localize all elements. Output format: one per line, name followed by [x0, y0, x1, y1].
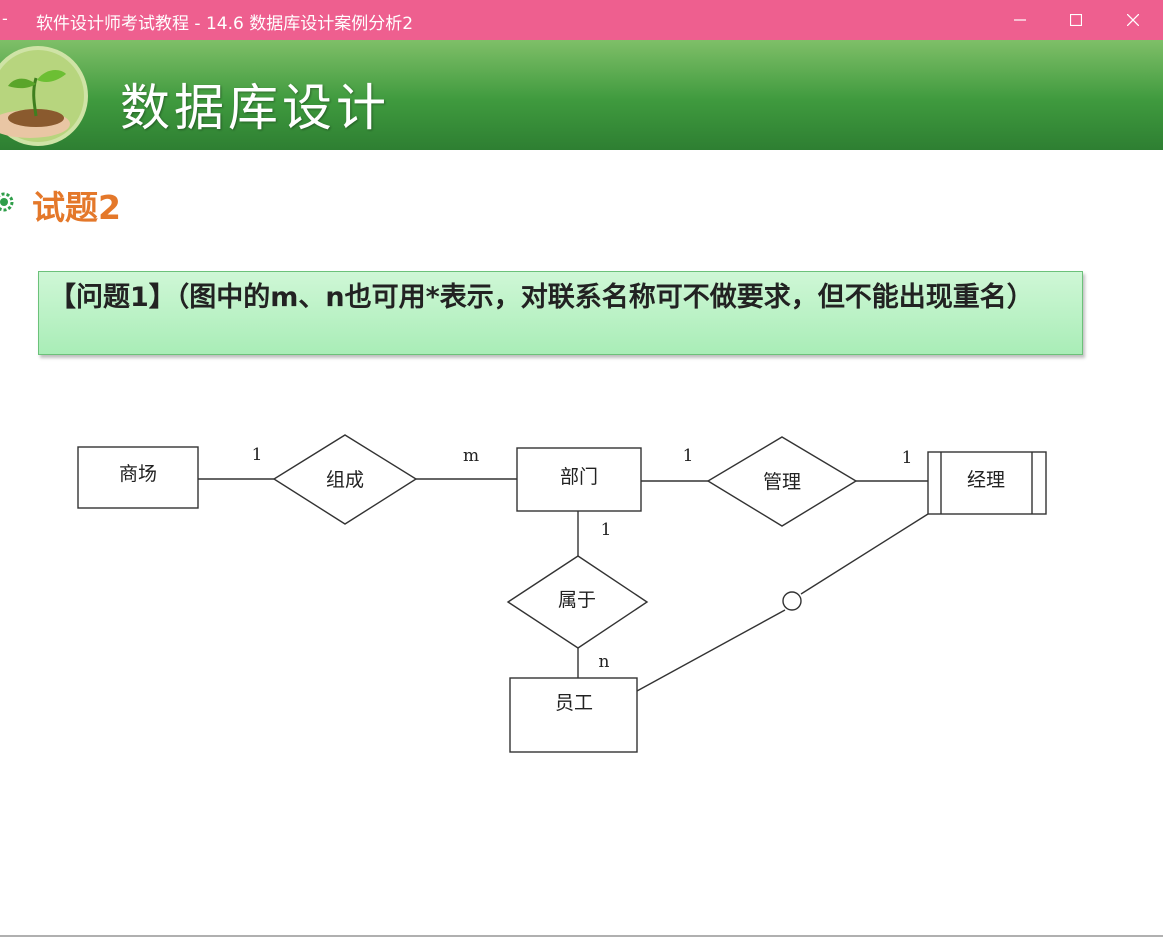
problem-box: 【问题1】（图中的m、n也可用*表示，对联系名称可不做要求，但不能出现重名）: [38, 271, 1083, 355]
question-title: 试题2: [32, 188, 121, 227]
window-menu-glyph[interactable]: -: [2, 9, 8, 28]
green-gear-bullet-icon: [0, 192, 14, 212]
optional-circle: [782, 591, 802, 611]
entity-shangchang-label: 商场: [119, 463, 157, 485]
relationship-guanli-label: 管理: [763, 471, 801, 493]
window-title: 软件设计师考试教程 - 14.6 数据库设计案例分析2: [36, 14, 414, 34]
minimize-icon: [1014, 19, 1026, 21]
er-diagram: 商场 部门 经理 员工 组成 管理 属于 1 m 1 1 1 n: [77, 434, 1047, 753]
entity-shangchang-box: [77, 446, 199, 509]
entity-jingli-label: 经理: [967, 469, 1005, 491]
relationship-shuyu-label: 属于: [558, 589, 596, 611]
entity-bumen-label: 部门: [560, 466, 598, 488]
card-bumen-shuyu: 1: [601, 520, 612, 540]
bottom-divider: [0, 935, 1163, 937]
entity-yuangong-box: [509, 677, 638, 753]
entity-bumen-box: [516, 447, 642, 512]
slide-banner: 数据库设计: [0, 40, 1163, 150]
card-bumen-zucheng: m: [463, 446, 479, 466]
relationship-zucheng-diamond: [272, 434, 418, 525]
card-yuangong-shuyu: n: [599, 652, 610, 672]
seedling-in-hands-icon: [0, 46, 88, 146]
minimize-button[interactable]: [997, 0, 1043, 40]
relationship-shuyu-diamond: [506, 555, 649, 649]
card-shangchang-zucheng: 1: [252, 445, 263, 465]
card-bumen-guanli: 1: [683, 446, 694, 466]
entity-yuangong-label: 员工: [555, 692, 593, 714]
close-icon: [1127, 14, 1139, 26]
maximize-button[interactable]: [1053, 0, 1099, 40]
relationship-guanli-diamond: [706, 436, 858, 527]
problem-text: 【问题1】（图中的m、n也可用*表示，对联系名称可不做要求，但不能出现重名）: [49, 282, 1034, 313]
window-titlebar[interactable]: - 软件设计师考试教程 - 14.6 数据库设计案例分析2: [0, 0, 1163, 40]
link-yuangong-optional-lower: [636, 609, 786, 692]
maximize-icon: [1070, 14, 1082, 26]
banner-title: 数据库设计: [120, 79, 390, 137]
entity-jingli-box: [927, 451, 1047, 515]
card-jingli-guanli: 1: [902, 448, 913, 468]
close-button[interactable]: [1110, 0, 1156, 40]
link-yuangong-optional-upper: [800, 513, 929, 595]
relationship-zucheng-label: 组成: [326, 469, 364, 491]
